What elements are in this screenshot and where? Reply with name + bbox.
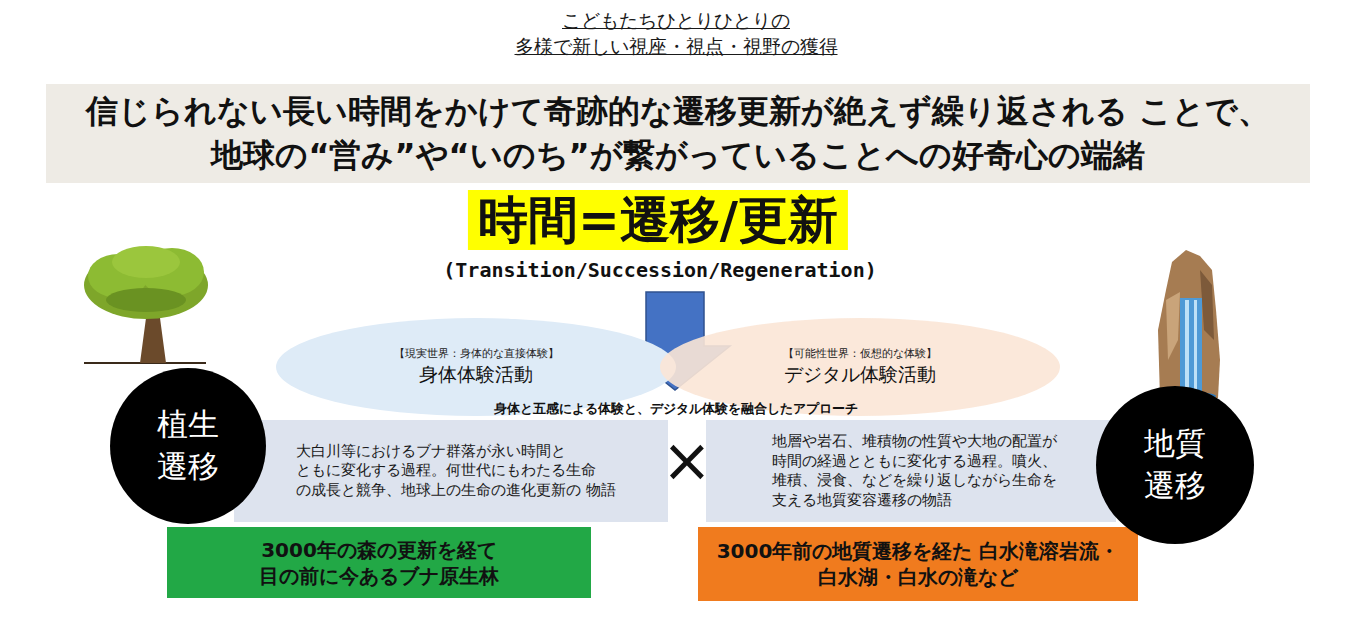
- description-box: 大白川等におけるブナ群落が永い時間と ともに変化する過程。何世代にもわたる生命 …: [234, 420, 668, 522]
- description-box: 地層や岩石、堆積物の性質や大地の配置が 時間の経過とともに変化する過程。噴火、 …: [706, 420, 1116, 522]
- tree-canopy: [112, 246, 180, 278]
- cliff-rock: [1166, 292, 1180, 360]
- title-text: こどもたちひとりひとりの 多様で新しい視座・視点・視野の獲得: [476, 8, 876, 59]
- water-fall: [1194, 300, 1197, 396]
- node-text: 3000年前の地質遷移を経た 白水滝溶岩流・白水湖・白水の滝など: [708, 538, 1128, 590]
- node-text: 植生 遷移: [152, 404, 224, 488]
- node-text: デジタル体験活動: [784, 361, 936, 388]
- node-text: 信じられない長い時間をかけて奇跡的な遷移更新が絶えず繰り返される ことで、地球の…: [78, 90, 1278, 176]
- black-circle: 植生 遷移: [110, 368, 266, 524]
- approach-note: 身体と五感による体験と、デジタル体験を融合したアプローチ: [494, 401, 858, 418]
- cliff-rock: [1158, 250, 1220, 398]
- result-box: 3000年前の地質遷移を経た 白水滝溶岩流・白水湖・白水の滝など: [698, 527, 1138, 601]
- cliff-rock: [1200, 270, 1214, 340]
- node-text: 身体体験活動: [419, 361, 533, 388]
- node-text: 大白川等におけるブナ群落が永い時間と ともに変化する過程。何世代にもわたる生命 …: [296, 442, 651, 501]
- water-fall: [1185, 300, 1189, 396]
- node-subheading: 【現実世界：身体的な直接体験】: [394, 347, 559, 361]
- highlight-heading: 時間=遷移/更新: [468, 190, 848, 250]
- black-circle: 地質 遷移: [1096, 386, 1254, 544]
- tree-canopy: [106, 288, 186, 312]
- waterfall-illustration: [1158, 250, 1220, 400]
- statement-band: 信じられない長い時間をかけて奇跡的な遷移更新が絶えず繰り返される ことで、地球の…: [46, 84, 1310, 183]
- node-text: 時間=遷移/更新: [478, 190, 838, 250]
- node-text: 3000年の森の更新を経て 目の前に今あるブナ原生林: [214, 537, 544, 589]
- node-text: 地層や岩石、堆積物の性質や大地の配置が 時間の経過とともに変化する過程。噴火、 …: [772, 432, 1102, 510]
- tree-illustration: [84, 246, 208, 363]
- result-box: 3000年の森の更新を経て 目の前に今あるブナ原生林: [167, 527, 591, 598]
- cross-symbol: ×: [662, 430, 712, 490]
- water-fall: [1180, 298, 1202, 396]
- subtitle-text: (Transition/Succession/Regeneration): [443, 257, 876, 283]
- node-subheading: 【可能性世界：仮想的な体験】: [783, 347, 937, 361]
- node-text: 地質 遷移: [1139, 423, 1211, 507]
